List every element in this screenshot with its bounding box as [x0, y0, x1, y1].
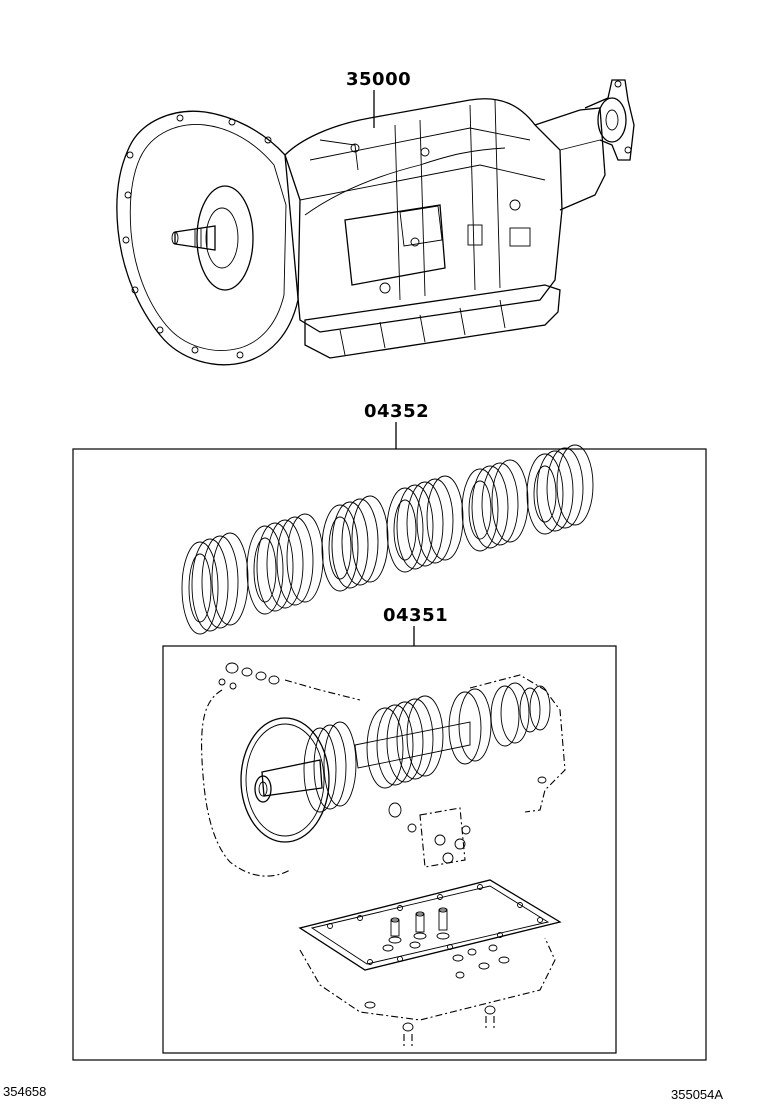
extension-housing	[534, 107, 606, 211]
bell-housing	[116, 110, 301, 366]
gasket-kit-contents[interactable]	[201, 662, 566, 1048]
oil-pan	[304, 284, 561, 359]
input-shaft	[174, 225, 216, 251]
kit-box-04351	[162, 645, 617, 1054]
callout-35000[interactable]: 35000	[346, 69, 412, 90]
clutch-disc-set[interactable]	[181, 444, 594, 635]
oil-pan-gasket	[298, 879, 562, 971]
illustration-code-left: 354658	[3, 1084, 47, 1099]
front-pump-seal	[240, 717, 330, 843]
transmission-assembly[interactable]	[116, 79, 635, 366]
bell-housing-inner	[129, 124, 287, 351]
callout-04352[interactable]: 04352	[364, 401, 430, 422]
kit-box-04352	[72, 448, 707, 1061]
illustration-code-right: 355054A	[671, 1087, 724, 1102]
main-case	[284, 98, 563, 333]
solenoid-plate	[344, 204, 446, 286]
transmission-outline-left	[201, 689, 291, 877]
output-flange	[584, 79, 635, 161]
callout-04351[interactable]: 04351	[383, 605, 449, 626]
